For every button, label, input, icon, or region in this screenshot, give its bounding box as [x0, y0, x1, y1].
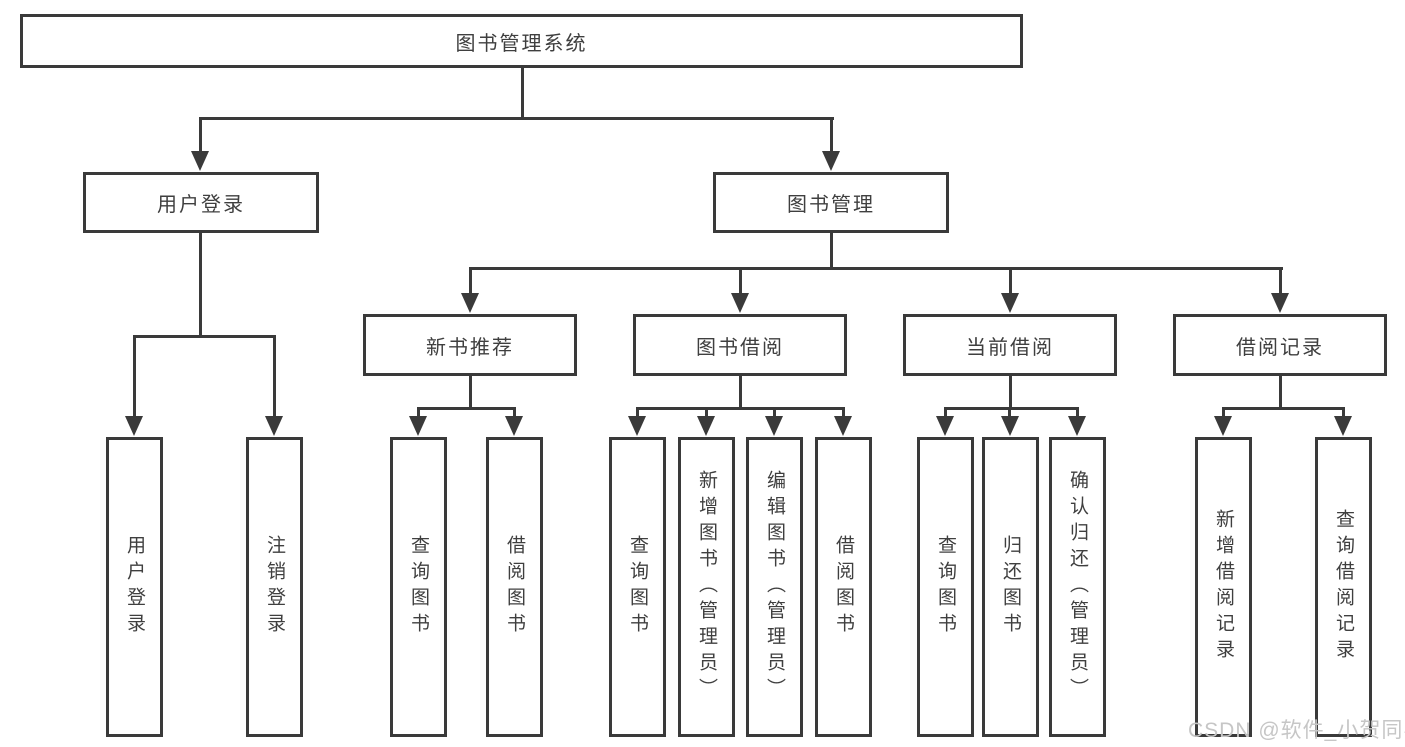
- node-leaf-query-books-1: 查询图书: [390, 437, 447, 737]
- connector-line: [1279, 268, 1282, 293]
- connector-line: [417, 408, 420, 419]
- csdn-watermark: CSDN @软件_小贺同学: [1188, 719, 1405, 742]
- arrowhead-icon: [1001, 416, 1019, 436]
- connector-line: [133, 335, 276, 338]
- connector-line: [1009, 376, 1012, 408]
- connector-line: [513, 408, 516, 419]
- node-leaf-query-books-2: 查询图书: [609, 437, 666, 737]
- node-borrow-records: 借阅记录: [1173, 314, 1387, 376]
- connector-line: [199, 117, 834, 120]
- connector-line: [842, 408, 845, 419]
- arrowhead-icon: [1271, 293, 1289, 313]
- connector-line: [739, 268, 742, 293]
- connector-line: [417, 407, 516, 410]
- connector-line: [636, 407, 845, 410]
- connector-line: [133, 336, 136, 418]
- node-leaf-borrow-books-2: 借阅图书: [815, 437, 872, 737]
- connector-line: [273, 336, 276, 418]
- node-leaf-query-record: 查询借阅记录: [1315, 437, 1372, 737]
- arrowhead-icon: [461, 293, 479, 313]
- node-leaf-confirm-return: 确认归还（管理员）: [1049, 437, 1106, 737]
- node-leaf-user-login: 用户登录: [106, 437, 163, 737]
- arrowhead-icon: [765, 416, 783, 436]
- arrowhead-icon: [1068, 416, 1086, 436]
- connector-line: [199, 233, 202, 337]
- connector-line: [944, 407, 1079, 410]
- node-leaf-add-record: 新增借阅记录: [1195, 437, 1252, 737]
- arrowhead-icon: [731, 293, 749, 313]
- connector-line: [773, 408, 776, 419]
- node-new-book-rec: 新书推荐: [363, 314, 577, 376]
- connector-line: [469, 268, 472, 293]
- arrowhead-icon: [628, 416, 646, 436]
- arrowhead-icon: [409, 416, 427, 436]
- connector-line: [636, 408, 639, 419]
- connector-line: [1008, 408, 1011, 419]
- connector-line: [1009, 268, 1012, 293]
- node-root: 图书管理系统: [20, 14, 1023, 68]
- node-leaf-return-books: 归还图书: [982, 437, 1039, 737]
- connector-line: [944, 408, 947, 419]
- connector-line: [1076, 408, 1079, 419]
- arrowhead-icon: [834, 416, 852, 436]
- node-leaf-query-books-3: 查询图书: [917, 437, 974, 737]
- connector-line: [469, 376, 472, 408]
- arrowhead-icon: [265, 416, 283, 436]
- node-leaf-borrow-books-1: 借阅图书: [486, 437, 543, 737]
- arrowhead-icon: [1001, 293, 1019, 313]
- connector-line: [705, 408, 708, 419]
- arrowhead-icon: [822, 151, 840, 171]
- arrowhead-icon: [1334, 416, 1352, 436]
- connector-line: [521, 68, 524, 119]
- arrowhead-icon: [1214, 416, 1232, 436]
- node-current-borrow: 当前借阅: [903, 314, 1117, 376]
- node-book-mgmt: 图书管理: [713, 172, 949, 233]
- arrowhead-icon: [191, 151, 209, 171]
- arrowhead-icon: [505, 416, 523, 436]
- node-leaf-logout: 注销登录: [246, 437, 303, 737]
- connector-line: [830, 233, 833, 269]
- connector-line: [1222, 408, 1225, 419]
- arrowhead-icon: [936, 416, 954, 436]
- connector-line: [739, 376, 742, 408]
- arrowhead-icon: [125, 416, 143, 436]
- connector-line: [1222, 407, 1345, 410]
- node-leaf-add-books: 新增图书（管理员）: [678, 437, 735, 737]
- node-user-login: 用户登录: [83, 172, 319, 233]
- connector-line: [1342, 408, 1345, 419]
- node-book-borrow: 图书借阅: [633, 314, 847, 376]
- node-leaf-edit-books: 编辑图书（管理员）: [746, 437, 803, 737]
- connector-line: [199, 118, 202, 152]
- connector-line: [830, 118, 833, 152]
- connector-line: [469, 267, 1283, 270]
- connector-line: [1279, 376, 1282, 408]
- arrowhead-icon: [697, 416, 715, 436]
